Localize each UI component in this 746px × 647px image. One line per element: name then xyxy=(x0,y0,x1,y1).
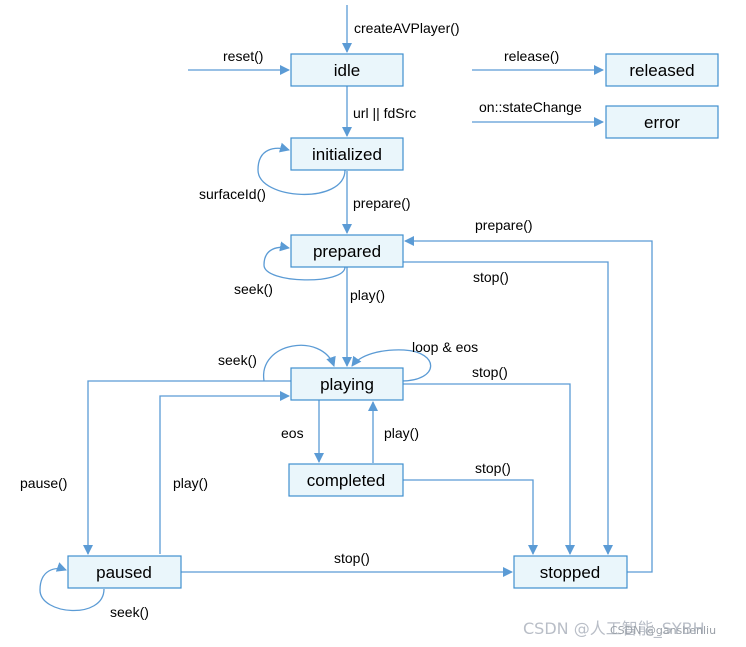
edges xyxy=(39,5,653,612)
state-initialized-label: initialized xyxy=(312,145,382,164)
edge-completed-stop xyxy=(403,479,538,555)
edge-paused-seek-loop xyxy=(39,562,105,612)
label-paused-seek: seek() xyxy=(110,604,149,620)
label-paused-play: play() xyxy=(173,475,208,491)
state-playing: playing xyxy=(290,367,404,401)
edge-surface-loop xyxy=(257,142,346,196)
label-reset: reset() xyxy=(223,48,263,64)
state-idle: idle xyxy=(290,53,404,87)
state-completed: completed xyxy=(288,463,404,497)
state-playing-label: playing xyxy=(320,375,374,394)
label-prepared-play: play() xyxy=(350,287,385,303)
edge-prepared-stop xyxy=(403,261,613,555)
label-paused-stop: stop() xyxy=(334,550,370,566)
watermark-overlay: CSDN @ganshenliu xyxy=(610,624,717,637)
label-pause: pause() xyxy=(20,475,67,491)
label-prepare: prepare() xyxy=(353,195,411,211)
label-loop-eos: loop & eos xyxy=(412,339,478,355)
state-stopped: stopped xyxy=(513,555,628,589)
edge-playing-seek-loop xyxy=(263,344,336,382)
label-state-change: on::stateChange xyxy=(479,99,582,115)
state-error: error xyxy=(605,105,719,139)
state-idle-label: idle xyxy=(334,61,360,80)
transition-labels: createAVPlayer() reset() release() on::s… xyxy=(20,20,582,620)
label-release: release() xyxy=(504,48,559,64)
state-initialized: initialized xyxy=(290,137,404,171)
state-stopped-label: stopped xyxy=(540,563,601,582)
state-prepared: prepared xyxy=(290,234,404,268)
state-error-label: error xyxy=(644,113,680,132)
label-prepare-from-stopped: prepare() xyxy=(475,217,533,233)
edge-loop-eos xyxy=(351,349,432,382)
label-create: createAVPlayer() xyxy=(354,20,460,36)
state-completed-label: completed xyxy=(307,471,385,490)
label-completed-play: play() xyxy=(384,425,419,441)
state-paused-label: paused xyxy=(96,563,152,582)
label-eos: eos xyxy=(281,425,304,441)
edge-paused-play xyxy=(159,391,290,554)
state-released: released xyxy=(605,53,719,87)
label-prepared-seek: seek() xyxy=(234,281,273,297)
label-playing-stop: stop() xyxy=(472,364,508,380)
state-released-label: released xyxy=(629,61,694,80)
edge-prepared-seek-loop xyxy=(263,241,346,281)
label-completed-stop: stop() xyxy=(475,460,511,476)
label-prepared-stop: stop() xyxy=(473,269,509,285)
edge-pause xyxy=(83,380,291,555)
watermark: CSDN @人工智能_SYBH xyxy=(523,619,705,638)
state-paused: paused xyxy=(67,555,182,589)
state-prepared-label: prepared xyxy=(313,242,381,261)
label-url: url || fdSrc xyxy=(353,105,416,121)
label-surface: surfaceId() xyxy=(199,186,266,202)
edge-playing-stop xyxy=(403,383,575,555)
label-playing-seek: seek() xyxy=(218,352,257,368)
edge-stopped-prepare xyxy=(404,236,653,573)
